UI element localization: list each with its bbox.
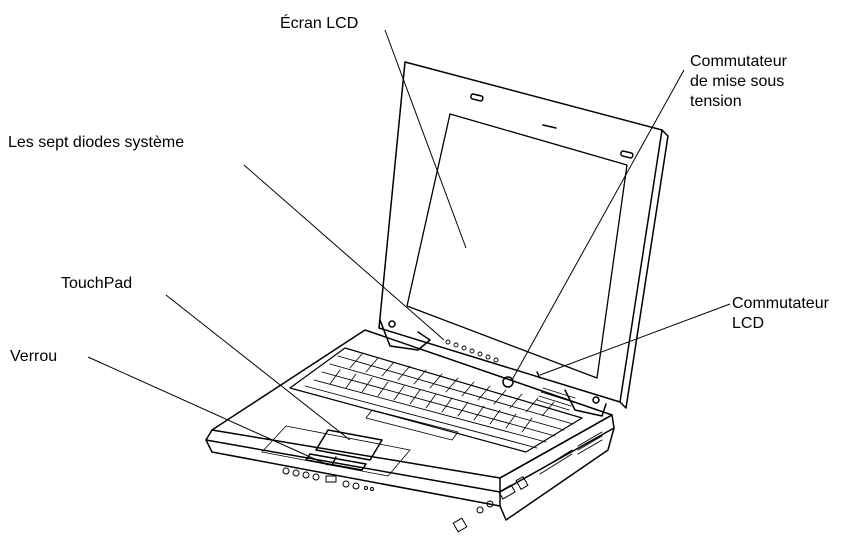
lcd-switch [536, 371, 541, 379]
touchpad-buttons [305, 453, 367, 471]
keyboard-rows [304, 355, 574, 449]
lid-latch-left [470, 93, 484, 102]
lid-edge [619, 129, 669, 409]
hinge-right [564, 389, 607, 417]
leader-system-leds [243, 164, 445, 341]
lid-logo [542, 124, 557, 129]
side-ports [452, 431, 603, 533]
label-power-switch-line2: de mise sous [690, 73, 785, 90]
base-bottom [205, 427, 615, 521]
label-latch: Verrou [10, 348, 58, 365]
power-button [502, 376, 514, 388]
touchpad [315, 429, 383, 461]
label-power-switch-line1: Commutateur [690, 53, 787, 70]
system-leds [445, 339, 499, 363]
label-lcd-screen: Écran LCD [280, 15, 359, 32]
front-controls [282, 467, 374, 491]
label-power-switch-line3: tension [690, 93, 742, 110]
base-front [205, 429, 501, 493]
leader-lcd-screen [384, 29, 467, 249]
label-touchpad: TouchPad [61, 275, 133, 292]
leader-latch [87, 356, 329, 466]
leader-power-switch [511, 69, 685, 381]
hinge-right-screw [592, 396, 600, 404]
keyboard-outline [289, 347, 583, 453]
label-lcd-switch-line2: LCD [732, 315, 765, 332]
front-latch [325, 463, 339, 467]
leader-touchpad [165, 294, 351, 441]
palmrest-outline [261, 425, 411, 477]
hinge-left [379, 319, 431, 351]
lid-latch-right [620, 150, 634, 159]
leader-lines [87, 29, 731, 466]
label-system-leds: Les sept diodes système [8, 134, 185, 151]
leader-lcd-switch [539, 303, 731, 376]
hinge-left-screw [388, 320, 396, 328]
lcd-screen [406, 113, 628, 379]
speaker-grill [536, 387, 576, 411]
keyboard-keys [329, 353, 555, 433]
base-side [499, 414, 615, 493]
label-power-switch: Commutateur de mise sous tension [690, 52, 787, 112]
label-lcd-switch-line1: Commutateur [732, 295, 829, 312]
spacebar [365, 409, 459, 441]
lid-outline [378, 61, 663, 403]
label-lcd-switch: Commutateur LCD [732, 294, 829, 334]
